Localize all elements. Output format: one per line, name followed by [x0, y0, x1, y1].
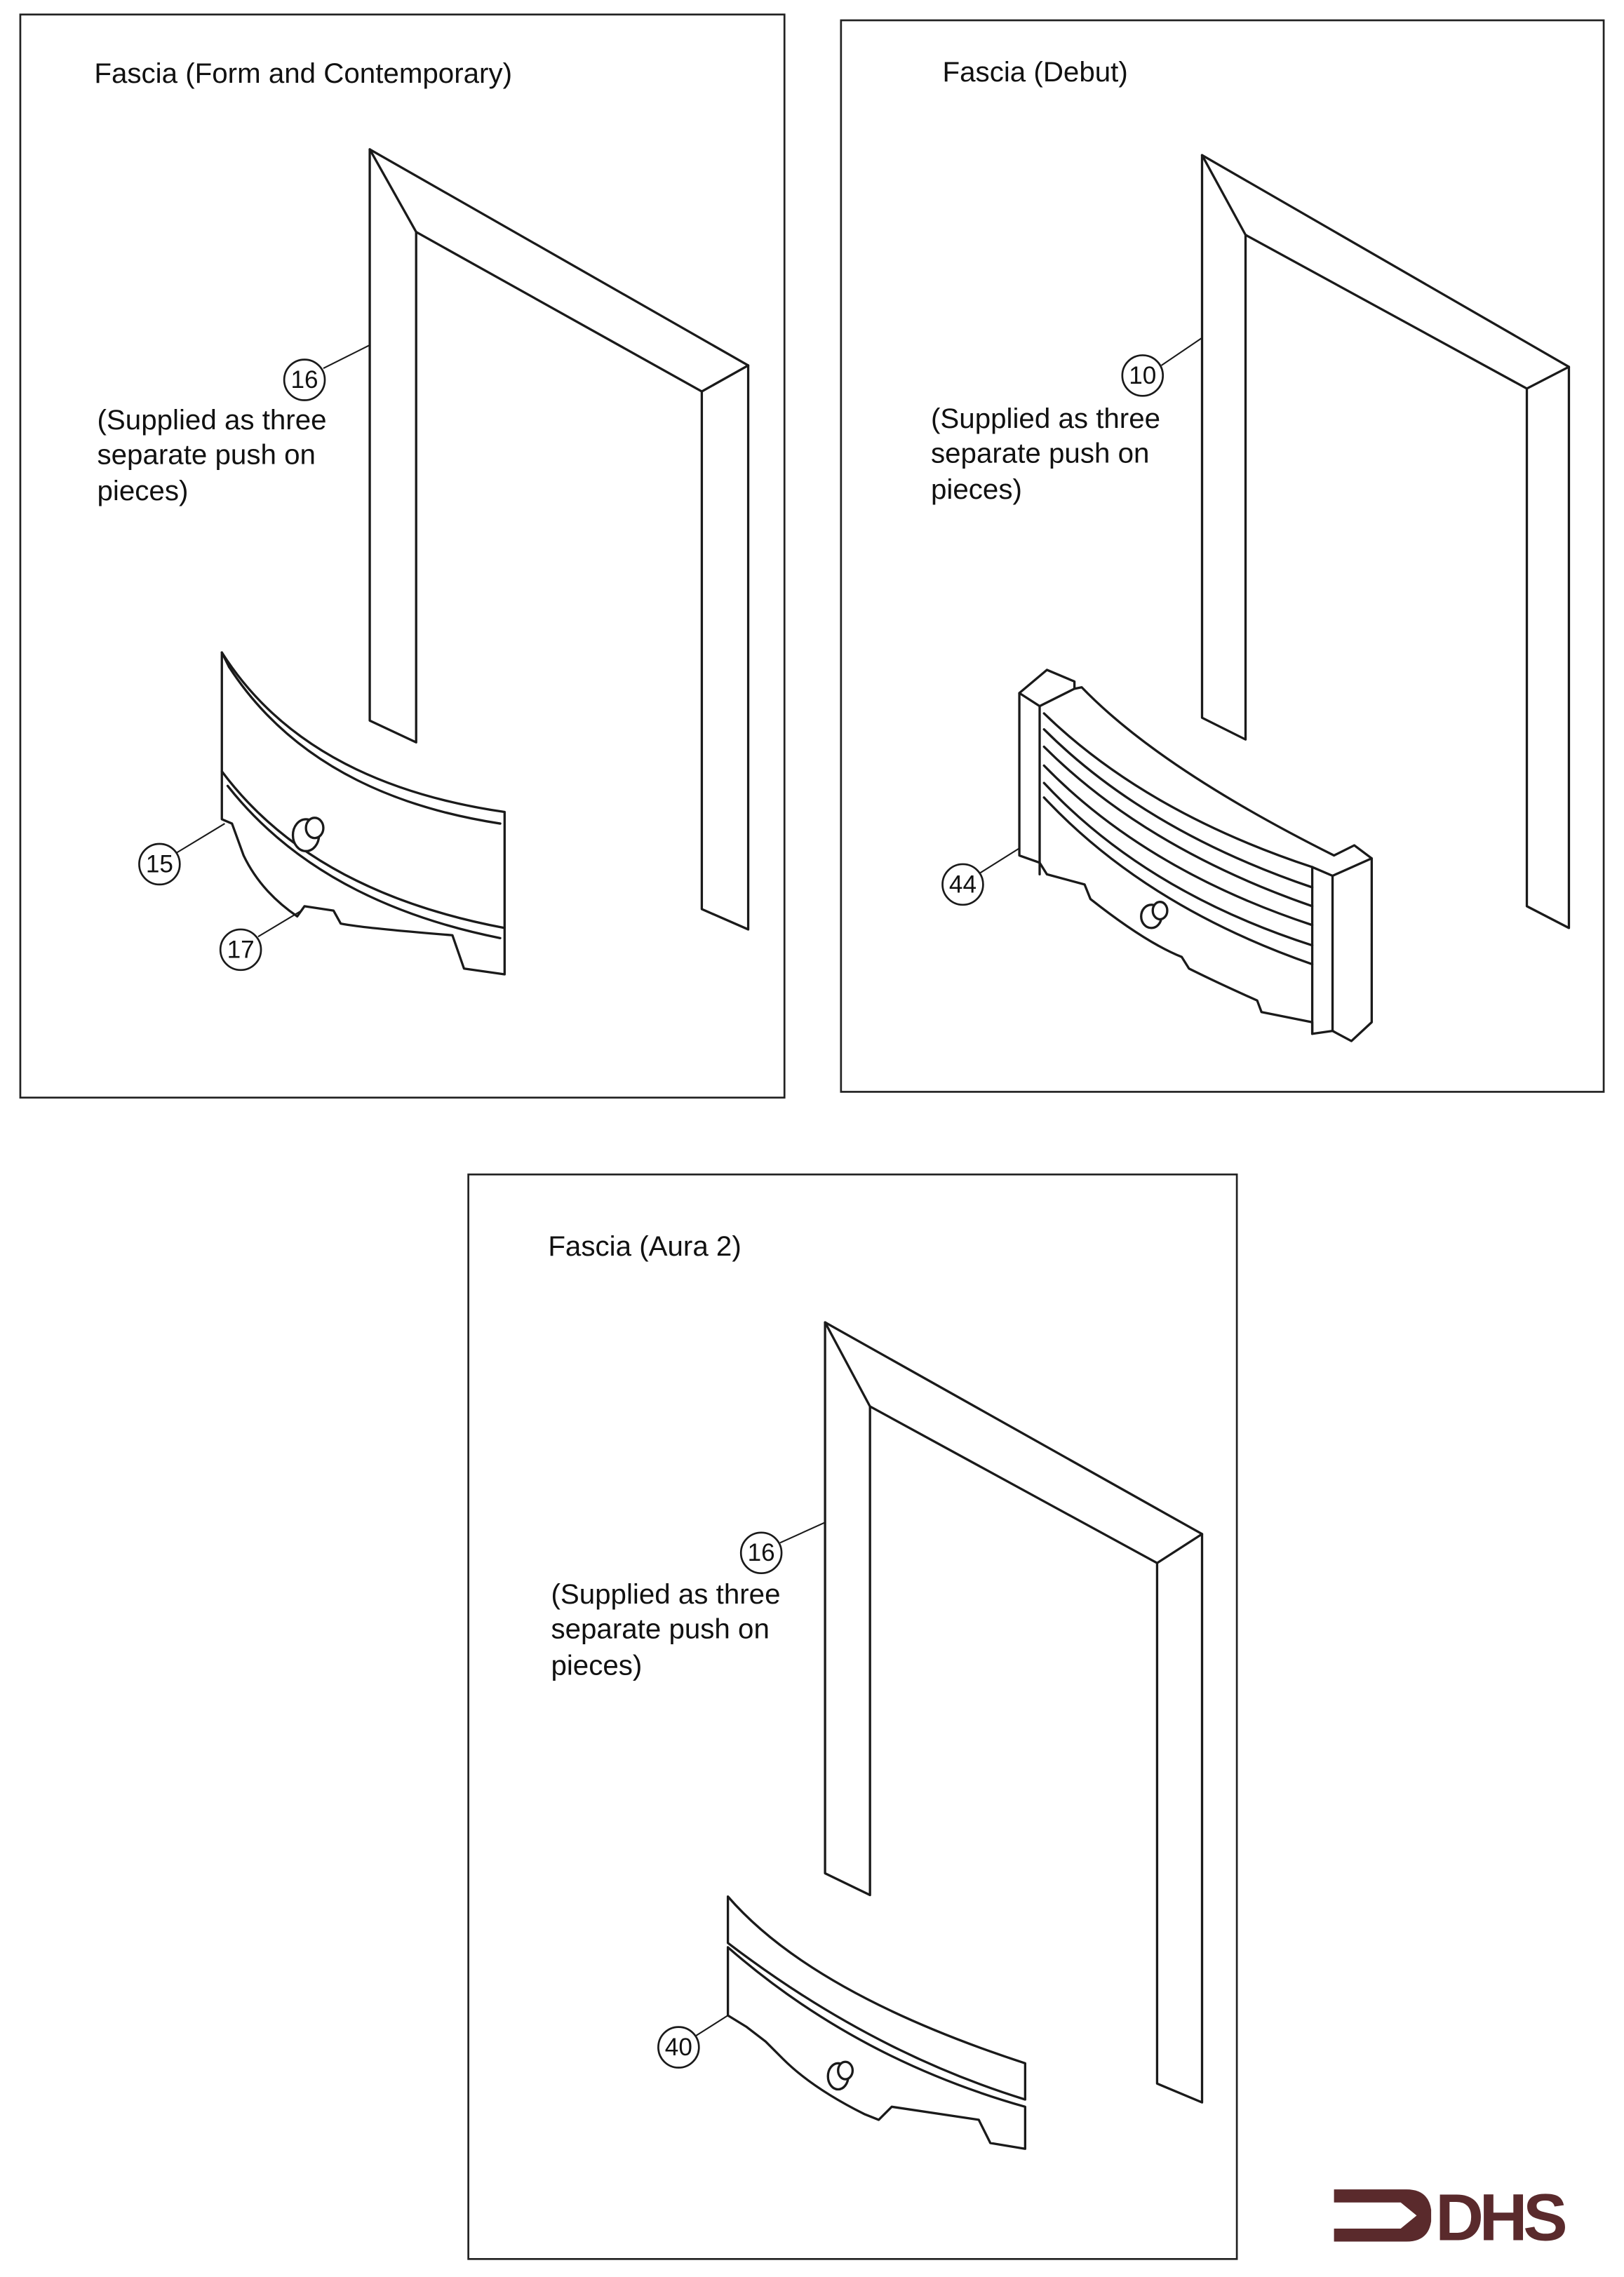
panel-form-contemporary: Fascia (Form and Contemporary) 16 (Suppl… [19, 13, 786, 1099]
callout-15 [138, 842, 181, 886]
panel-title: Fascia (Form and Contemporary) [94, 58, 512, 89]
fascia-bottom-plate [220, 651, 506, 976]
callout-label: 16 [748, 1539, 775, 1566]
debut-grate [1018, 669, 1374, 1042]
callout-17 [219, 928, 262, 972]
callout-40 [657, 2026, 700, 2069]
callout-16 [283, 358, 326, 401]
note-line: separate push on [97, 438, 315, 470]
callout-label: 17 [227, 936, 255, 963]
fascia-frame [824, 1321, 1204, 2104]
note-line: (Supplied as three [551, 1578, 780, 1610]
panel-title: Fascia (Aura 2) [548, 1230, 741, 1262]
logo-text: DHS [1435, 2180, 1565, 2255]
fascia-frame [368, 148, 750, 931]
note-line: separate push on [931, 437, 1149, 469]
callout-label: 10 [1129, 362, 1156, 389]
note-line: (Supplied as three [931, 403, 1160, 434]
callout-label: 16 [291, 366, 318, 394]
callout-44 [941, 863, 984, 906]
note-line: pieces) [551, 1649, 642, 1681]
callout-16 [739, 1531, 783, 1575]
note-line: (Supplied as three [97, 404, 326, 436]
panel-aura-2: Fascia (Aura 2) 16 (Supplied as three se… [467, 1173, 1238, 2260]
callout-label: 15 [146, 850, 173, 878]
panel-debut: Fascia (Debut) 10 (Supplie [840, 19, 1605, 1093]
note-line: separate push on [551, 1613, 769, 1645]
dhs-logo: DHS [1334, 2180, 1569, 2255]
callout-label: 40 [665, 2034, 692, 2061]
panel-title: Fascia (Debut) [943, 56, 1128, 88]
fascia-frame [1200, 154, 1571, 929]
callout-10 [1121, 354, 1165, 397]
note-line: pieces) [97, 475, 188, 506]
callout-label: 44 [949, 871, 977, 898]
fascia-bottom-plate [726, 1895, 1026, 2150]
arrow-icon [1334, 2189, 1432, 2242]
note-line: pieces) [931, 473, 1022, 505]
